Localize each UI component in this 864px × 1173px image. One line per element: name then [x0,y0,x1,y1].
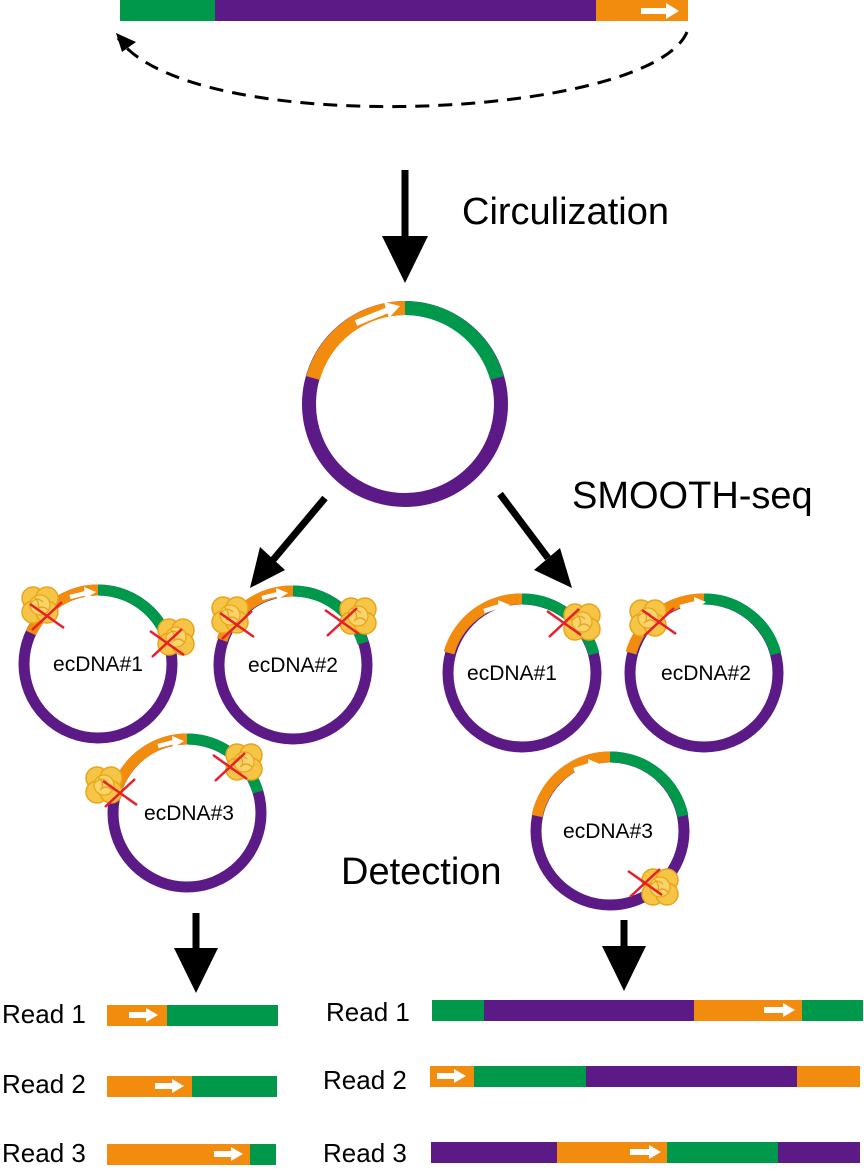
ecdna-label: ecDNA#2 [248,654,338,677]
read-label: Read 2 [2,1069,86,1099]
smooth-seq-label: SMOOTH-seq [572,475,813,517]
ecdna-circle-left-1: ecDNA#1 [18,584,178,744]
read-label: Read 2 [323,1065,407,1095]
ecdna-label: ecDNA#3 [144,802,234,825]
direction-arrow-icon [630,1145,661,1159]
direction-arrow-icon [573,759,600,773]
ecdna-circle-right-1: ecDNA#1 [442,593,602,753]
direction-arrow-icon [155,1079,184,1093]
direction-arrow-icon [679,597,706,610]
read-right-1: Read 1 [326,997,863,1027]
circular-ecdna [302,301,508,507]
direction-arrow-icon [437,1069,466,1083]
direction-arrow-icon [261,588,288,601]
direction-arrow-icon [764,1003,795,1017]
direction-arrow-icon [214,1147,243,1161]
read-label: Read 3 [2,1138,86,1168]
direction-arrow-icon [354,302,400,326]
direction-arrow-icon [69,587,96,600]
detection-arrow-right [602,920,646,991]
branch-arrow-right [497,491,572,588]
direction-arrow-icon [483,600,510,614]
direction-arrow-icon [129,1008,158,1022]
read-left-3: Read 3 [2,1138,276,1168]
circulization-label: Circulization [462,191,669,233]
read-label: Read 1 [2,999,86,1029]
enzyme-icon [225,743,263,781]
read-left-2: Read 2 [2,1069,277,1099]
enzyme-icon [339,597,377,635]
enzyme-icon [563,603,601,641]
read-right-2: Read 2 [323,1065,860,1095]
detection-arrow-left [174,913,218,993]
enzyme-icon [641,868,679,906]
detection-label: Detection [341,851,502,893]
read-label: Read 1 [326,997,410,1027]
enzyme-icon [21,586,59,624]
direction-arrow-icon [157,736,184,749]
direction-arrow-icon [641,3,679,19]
ecdna-label: ecDNA#1 [53,653,143,676]
ecdna-label: ecDNA#1 [467,662,557,685]
read-right-3: Read 3 [323,1138,860,1168]
ecdna-circle-right-3: ecDNA#3 [530,751,690,911]
circulization-arrow [382,170,428,283]
ecdna-label: ecDNA#3 [563,820,653,843]
linear-fragment [120,0,688,21]
read-label: Read 3 [323,1138,407,1168]
circulization-arc [116,31,689,109]
ecdna-label: ecDNA#2 [661,662,751,685]
read-left-1: Read 1 [2,999,278,1029]
branch-arrow-left [250,495,328,588]
